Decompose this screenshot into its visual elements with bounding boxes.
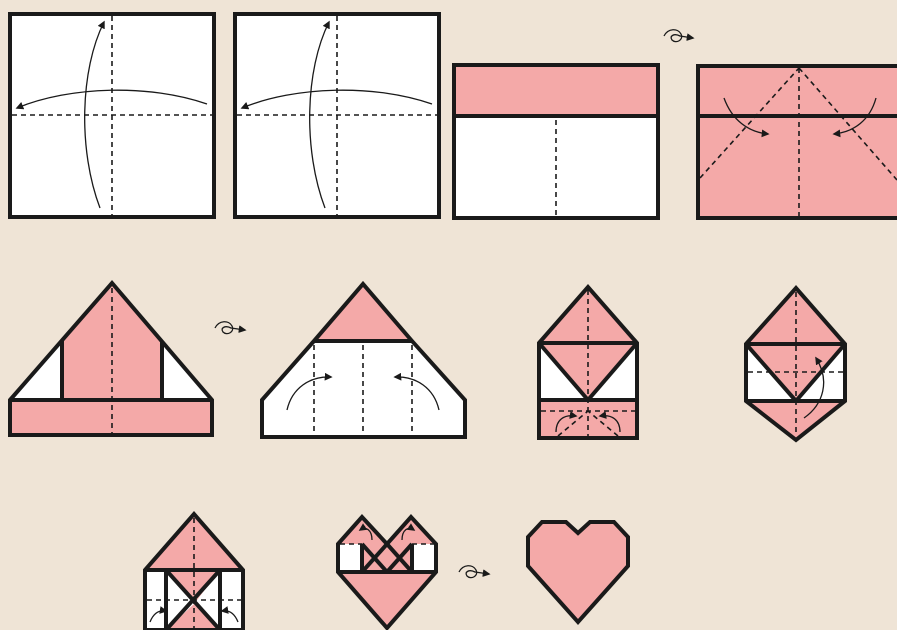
step-6-fold-sides-in (262, 284, 465, 437)
turn-over-symbol (459, 566, 489, 578)
step-4-fold-corners-to-center (698, 66, 897, 218)
step-5-house-shape (10, 283, 212, 435)
step-2-square-fold-in-half (235, 14, 439, 217)
step-8-fold-bottom-up (746, 288, 845, 440)
step-7-fold-bottom-corners (539, 287, 637, 438)
turn-over-symbol (215, 322, 245, 334)
step-9-fold-small-corners (145, 514, 243, 630)
step-11-finished-heart (528, 522, 628, 622)
step-3-rectangle-top-folded (454, 65, 658, 218)
step-10-heart-back-corners (338, 517, 436, 628)
step-1-square-fold-in-half (10, 14, 214, 217)
turn-over-symbol (664, 30, 693, 42)
